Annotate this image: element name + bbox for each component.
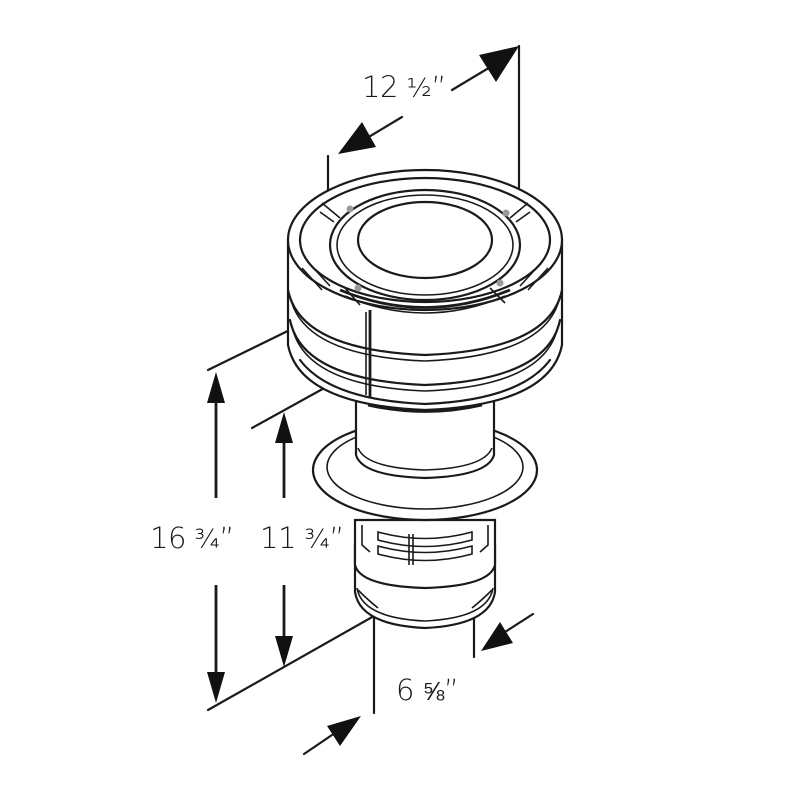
cap-diameter-label: 12 ½” [362, 70, 446, 104]
cap-diameter-fraction: ½ [406, 74, 432, 104]
arrow-down-icon [207, 672, 225, 703]
vent-cap-body [286, 168, 564, 630]
cap-top-ring [286, 168, 564, 314]
arrow-down-left-icon [338, 122, 376, 154]
fastener-icon [496, 279, 504, 287]
pipe-diameter-label: 6 ⅝” [396, 673, 459, 707]
connector-collar [353, 518, 497, 590]
arrow-up-right-icon [479, 46, 519, 82]
fastener-icon [502, 209, 510, 217]
height-to-cap-fraction: ¾ [304, 525, 330, 555]
arrow-up-icon [207, 372, 225, 403]
cap-diameter-unit: ” [431, 70, 446, 104]
overall-height-whole: 16 [150, 521, 186, 555]
extension-line-top-cap [250, 384, 330, 430]
dimension-line-upper [450, 64, 494, 92]
arrow-down-icon [275, 636, 293, 667]
height-to-cap-unit: ” [329, 521, 344, 555]
extension-line-bottom [206, 614, 376, 712]
pipe-diameter-unit: ” [443, 673, 459, 707]
overall-height-unit: ” [219, 521, 234, 555]
height-dimensions [206, 323, 376, 712]
arrow-up-icon [275, 412, 293, 443]
pipe-diameter-dimension [302, 610, 535, 756]
dimension-line-right [503, 612, 535, 634]
overall-height-fraction: ¾ [194, 525, 220, 555]
pipe-diameter-fraction: ⅝ [422, 677, 445, 707]
height-to-cap-label: 11 ¾” [260, 521, 344, 555]
arrow-up-right-icon [327, 716, 361, 746]
pipe-diameter-whole: 6 [396, 673, 414, 707]
arrow-down-left-icon [481, 622, 513, 651]
fastener-icon [354, 284, 362, 292]
fastener-icon [346, 205, 354, 213]
cap-diameter-whole: 12 [362, 70, 398, 104]
extension-line-top-overall [206, 323, 302, 372]
overall-height-label: 16 ¾” [150, 521, 234, 555]
cap-diameter-dimension [326, 44, 521, 302]
height-to-cap-whole: 11 [260, 521, 296, 555]
dimension-line-left [302, 733, 334, 756]
neck-pipe [354, 393, 496, 480]
